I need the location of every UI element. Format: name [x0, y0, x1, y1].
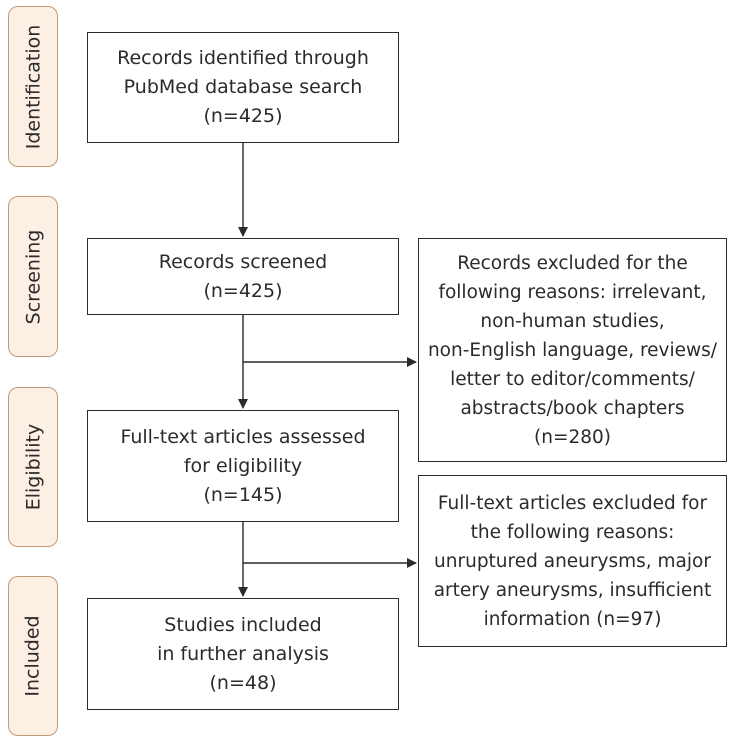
- box-line: non-English language, reviews/: [427, 339, 718, 361]
- box-line: Records excluded for the: [457, 252, 688, 274]
- box-line: letter to editor/comments/: [450, 368, 695, 390]
- box-line: (n=425): [203, 105, 283, 127]
- box-line: (n=145): [203, 483, 283, 506]
- box-line: Full-text articles assessed: [120, 425, 366, 448]
- stage-label-eligibility: Eligibility: [8, 387, 58, 547]
- stage-label-identification: Identification: [8, 6, 58, 167]
- box-line: Studies included: [164, 613, 322, 636]
- box-line: (n=48): [209, 671, 277, 694]
- box-line: for eligibility: [183, 454, 303, 477]
- fulltext-excluded-box: Full-text articles excluded for the foll…: [418, 475, 727, 647]
- box-line: artery aneurysms, insufficient: [433, 579, 712, 601]
- box-line: Records screened: [158, 250, 328, 273]
- box-line: unruptured aneurysms, major: [434, 550, 711, 572]
- studies-included-box: Studies included in further analysis (n=…: [87, 598, 399, 710]
- stage-label-text: Screening: [22, 229, 45, 324]
- fulltext-assessed-box: Full-text articles assessed for eligibil…: [87, 410, 399, 522]
- box-line: following reasons: irrelevant,: [438, 281, 707, 303]
- stage-label-screening: Screening: [8, 196, 58, 357]
- box-line: abstracts/book chapters: [460, 397, 685, 419]
- stage-label-text: Identification: [22, 24, 45, 149]
- records-screened-box: Records screened (n=425): [87, 238, 399, 315]
- stage-label-text: Included: [22, 615, 45, 697]
- records-identified-box: Records identified through PubMed databa…: [87, 32, 399, 143]
- stage-label-text: Eligibility: [22, 423, 44, 511]
- box-line: PubMed database search: [123, 76, 363, 98]
- box-line: information (n=97): [483, 608, 662, 630]
- box-line: (n=425): [203, 279, 283, 302]
- box-line: in further analysis: [157, 642, 329, 665]
- box-line: non-human studies,: [480, 310, 665, 332]
- stage-label-included: Included: [8, 576, 58, 736]
- box-line: the following reasons:: [470, 521, 675, 543]
- records-excluded-box: Records excluded for the following reaso…: [418, 238, 727, 462]
- box-line: Full-text articles excluded for: [437, 492, 708, 514]
- box-line: Records identified through: [117, 47, 369, 69]
- box-line: (n=280): [534, 426, 611, 448]
